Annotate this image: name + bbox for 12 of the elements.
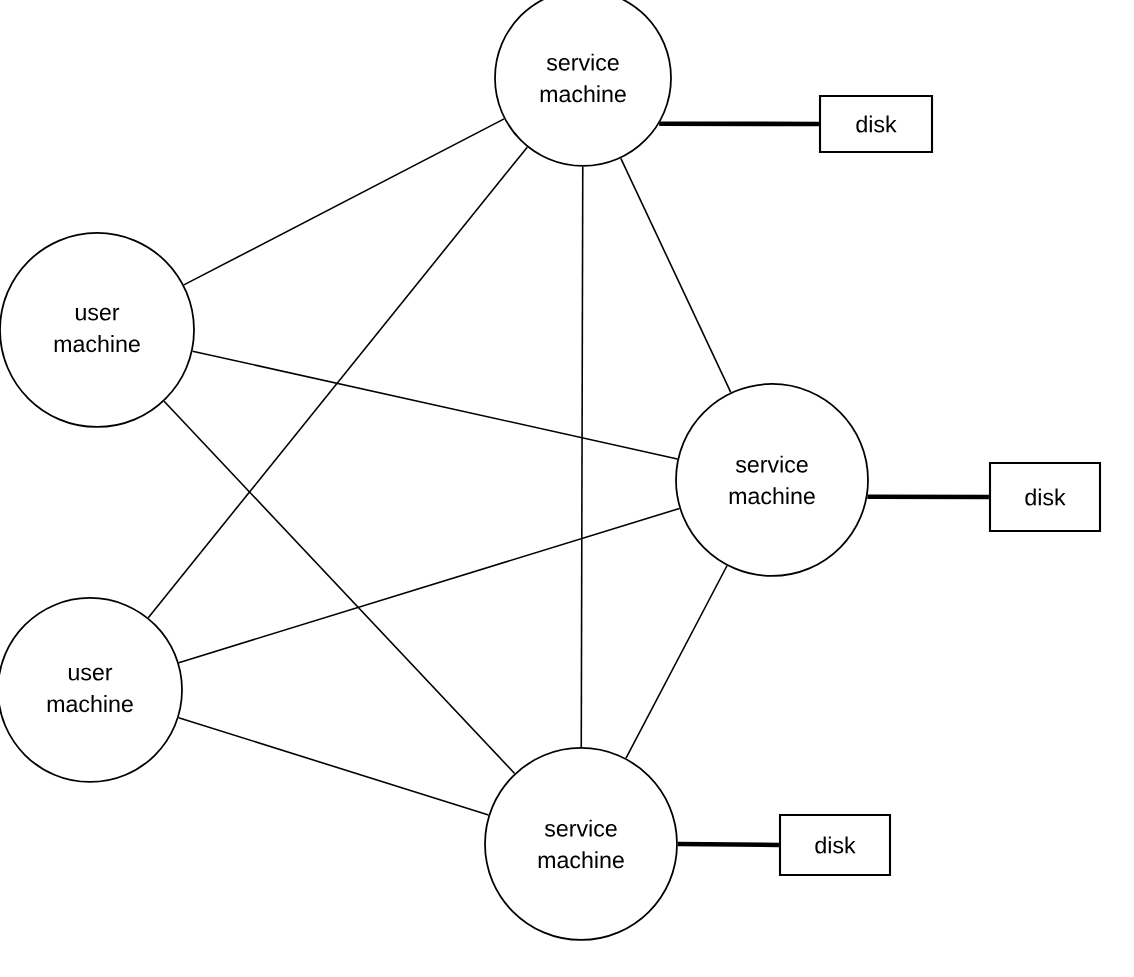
connection-line (867, 494, 989, 500)
connection-line (147, 146, 529, 619)
connection-line (625, 564, 728, 759)
connection-line (677, 841, 779, 848)
connection-line (163, 400, 516, 775)
connection-line (580, 166, 584, 748)
connection-line (177, 507, 681, 664)
connection-line (177, 717, 490, 816)
connection-line (659, 121, 819, 127)
connection-line (183, 118, 505, 286)
connection-line (191, 350, 679, 460)
connection-line (620, 157, 732, 394)
